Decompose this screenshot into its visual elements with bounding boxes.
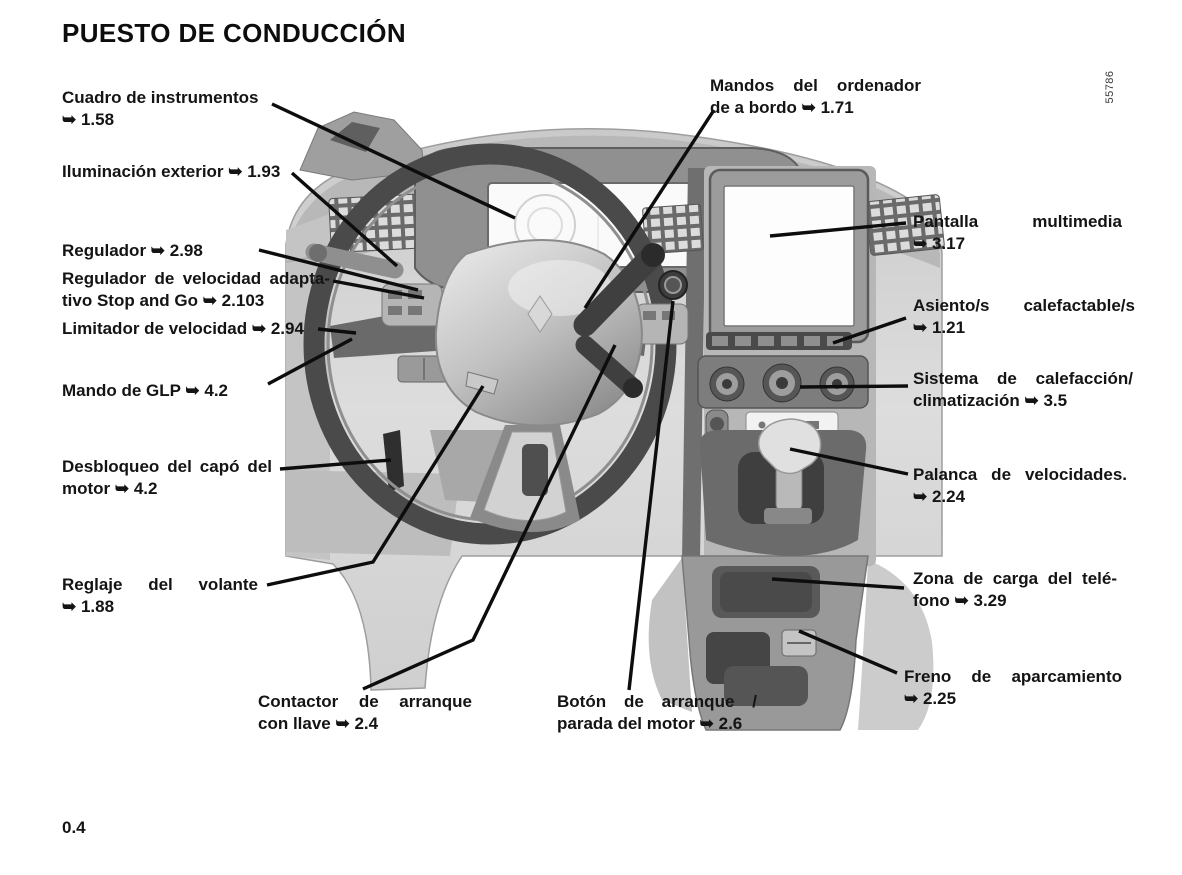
- page-title: PUESTO DE CONDUCCIÓN: [62, 18, 407, 48]
- leader-lines: [258, 102, 909, 691]
- leader-freno: [798, 629, 898, 675]
- label-reglaje-del-volante: Reglaje del volante ➥ 1.88: [62, 575, 258, 616]
- heated-seat-buttons: [706, 332, 852, 350]
- leader-contactor: [362, 344, 617, 691]
- label-freno-aparcamiento: Freno de aparcamiento ➥ 2.25: [904, 667, 1122, 708]
- label-cuadro-de-instrumentos: Cuadro de instrumentos ➥ 1.58: [62, 88, 259, 129]
- leader-palanca: [789, 447, 909, 476]
- leader-pantalla: [769, 221, 907, 238]
- leader-cuadro: [271, 102, 516, 220]
- label-mando-de-glp: Mando de GLP ➥ 4.2: [62, 381, 229, 400]
- start-stop-button: [658, 270, 688, 300]
- gear-lever: [700, 418, 867, 556]
- label-palanca-velocidades: Palanca de velocidades. ➥ 2.24: [913, 465, 1127, 506]
- leader-glp: [267, 337, 353, 386]
- leader-asiento: [832, 316, 907, 345]
- label-regulador-adaptativo: Regulador de velocidad adapta- tivo Stop…: [62, 269, 330, 310]
- label-iluminacion-exterior: Iluminación exterior ➥ 1.93: [62, 162, 281, 181]
- steering-adjust-lever: [465, 371, 499, 395]
- steering-wheel: [303, 143, 689, 545]
- leader-sistema: [799, 384, 909, 389]
- parking-brake-area: [706, 629, 817, 706]
- label-limitador-de-velocidad: Limitador de velocidad ➥ 2.94: [62, 319, 304, 338]
- column-stalks: [305, 243, 665, 398]
- label-boton-arranque-parada: Botón de arranque / parada del motor ➥ 2…: [557, 692, 757, 733]
- label-desbloqueo-capo: Desbloqueo del capó del motor ➥ 4.2: [62, 457, 272, 498]
- leader-zona: [771, 577, 905, 590]
- leader-mandos: [583, 109, 716, 309]
- label-contactor-de-arranque: Contactor de arranque con llave ➥ 2.4: [258, 692, 472, 733]
- figure-code: 55786: [1104, 70, 1116, 104]
- media-satellite: [575, 335, 640, 395]
- leader-limitador: [317, 327, 357, 335]
- label-zona-carga-telefono: Zona de carga del telé- fono ➥ 3.29: [913, 569, 1117, 610]
- leader-regulador: [258, 248, 419, 292]
- leader-boton: [627, 300, 675, 691]
- page-number: 0.4: [62, 818, 86, 837]
- center-console: [642, 166, 945, 731]
- label-mandos-ordenador: Mandos del ordenador de a bordo ➥ 1.71: [710, 76, 921, 117]
- phone-charging-zone: [712, 566, 820, 618]
- label-pantalla-multimedia: Pantalla multimedia ➥ 3.17: [913, 212, 1122, 253]
- leader-adaptativo: [332, 279, 425, 300]
- right-spoke-buttons: [635, 303, 689, 345]
- leader-iluminacion: [290, 171, 399, 268]
- wiper-stalk: [573, 246, 662, 337]
- brand-logo: [527, 295, 553, 333]
- leader-desbloqueo: [279, 458, 392, 471]
- leader-reglaje: [266, 385, 485, 587]
- label-asientos-calefactables: Asiento/s calefactable/s ➥ 1.21: [913, 296, 1135, 337]
- hood-release-handle: [383, 430, 404, 492]
- label-regulador: Regulador ➥ 2.98: [62, 241, 203, 260]
- multimedia-screen: [708, 168, 870, 344]
- label-sistema-calefaccion: Sistema de calefacción/ climatización ➥ …: [913, 369, 1133, 410]
- climate-controls: [697, 355, 869, 409]
- light-stalk: [305, 243, 404, 279]
